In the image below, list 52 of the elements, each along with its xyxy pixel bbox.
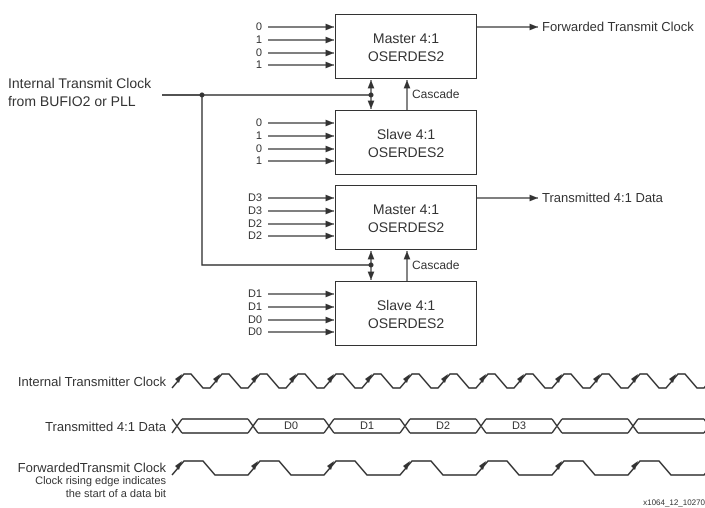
input-label: D0 bbox=[230, 313, 262, 327]
figure-id: x1064_12_10270 bbox=[643, 498, 705, 508]
arrow bbox=[268, 208, 334, 214]
process-box: Master 4:1 OSERDES2 bbox=[335, 185, 477, 250]
arrow bbox=[268, 316, 334, 324]
input-label: D1 bbox=[230, 287, 262, 301]
input-label: 1 bbox=[230, 129, 262, 143]
input-label: 1 bbox=[230, 58, 262, 72]
bus-value: D2 bbox=[434, 419, 452, 433]
signal-label: Transmitted 4:1 Data bbox=[45, 419, 166, 434]
input-label: 1 bbox=[230, 154, 262, 168]
arrow bbox=[268, 50, 334, 56]
input-label: D3 bbox=[230, 191, 262, 205]
input-label: 0 bbox=[230, 20, 262, 34]
bus-value: D3 bbox=[510, 419, 528, 433]
input-label: D2 bbox=[230, 229, 262, 243]
arrow bbox=[268, 146, 334, 152]
input-label: D3 bbox=[230, 204, 262, 218]
arrow bbox=[477, 24, 538, 30]
input-label: 1 bbox=[230, 33, 262, 47]
arrow bbox=[268, 62, 334, 68]
input-label: D1 bbox=[230, 300, 262, 314]
signal-label: Internal Transmitter Clock bbox=[18, 374, 166, 389]
arrow bbox=[268, 328, 334, 336]
arrow bbox=[268, 158, 334, 164]
signal-label: ForwardedTransmit Clock bbox=[18, 460, 166, 475]
bus-value: D0 bbox=[282, 419, 300, 433]
output-label: Forwarded Transmit Clock bbox=[542, 19, 694, 35]
input-label: 0 bbox=[230, 116, 262, 130]
input-label: Internal Transmit Clock from BUFIO2 or PLL bbox=[8, 74, 163, 110]
arrow bbox=[268, 132, 334, 140]
output-label: Transmitted 4:1 Data bbox=[542, 190, 663, 206]
process-box: Slave 4:1 OSERDES2 bbox=[335, 110, 477, 175]
input-label: 0 bbox=[230, 142, 262, 156]
bus-value: D1 bbox=[358, 419, 376, 433]
process-box: Master 4:1 OSERDES2 bbox=[335, 14, 477, 79]
arrow bbox=[268, 120, 334, 126]
process-box: Slave 4:1 OSERDES2 bbox=[335, 281, 477, 346]
arrow bbox=[268, 220, 334, 228]
input-label: 0 bbox=[230, 46, 262, 60]
arrow bbox=[404, 80, 410, 110]
arrow bbox=[268, 304, 334, 310]
arrow bbox=[404, 251, 410, 281]
arrow bbox=[268, 232, 334, 240]
arrow bbox=[268, 194, 334, 202]
input-label: D2 bbox=[230, 217, 262, 231]
arrow bbox=[268, 290, 334, 298]
note-text: Clock rising edge indicates the start of a data bit bbox=[34, 475, 166, 501]
arrow bbox=[268, 36, 334, 44]
input-label: D0 bbox=[230, 325, 262, 339]
arrow bbox=[268, 24, 334, 30]
arrow bbox=[477, 194, 538, 202]
